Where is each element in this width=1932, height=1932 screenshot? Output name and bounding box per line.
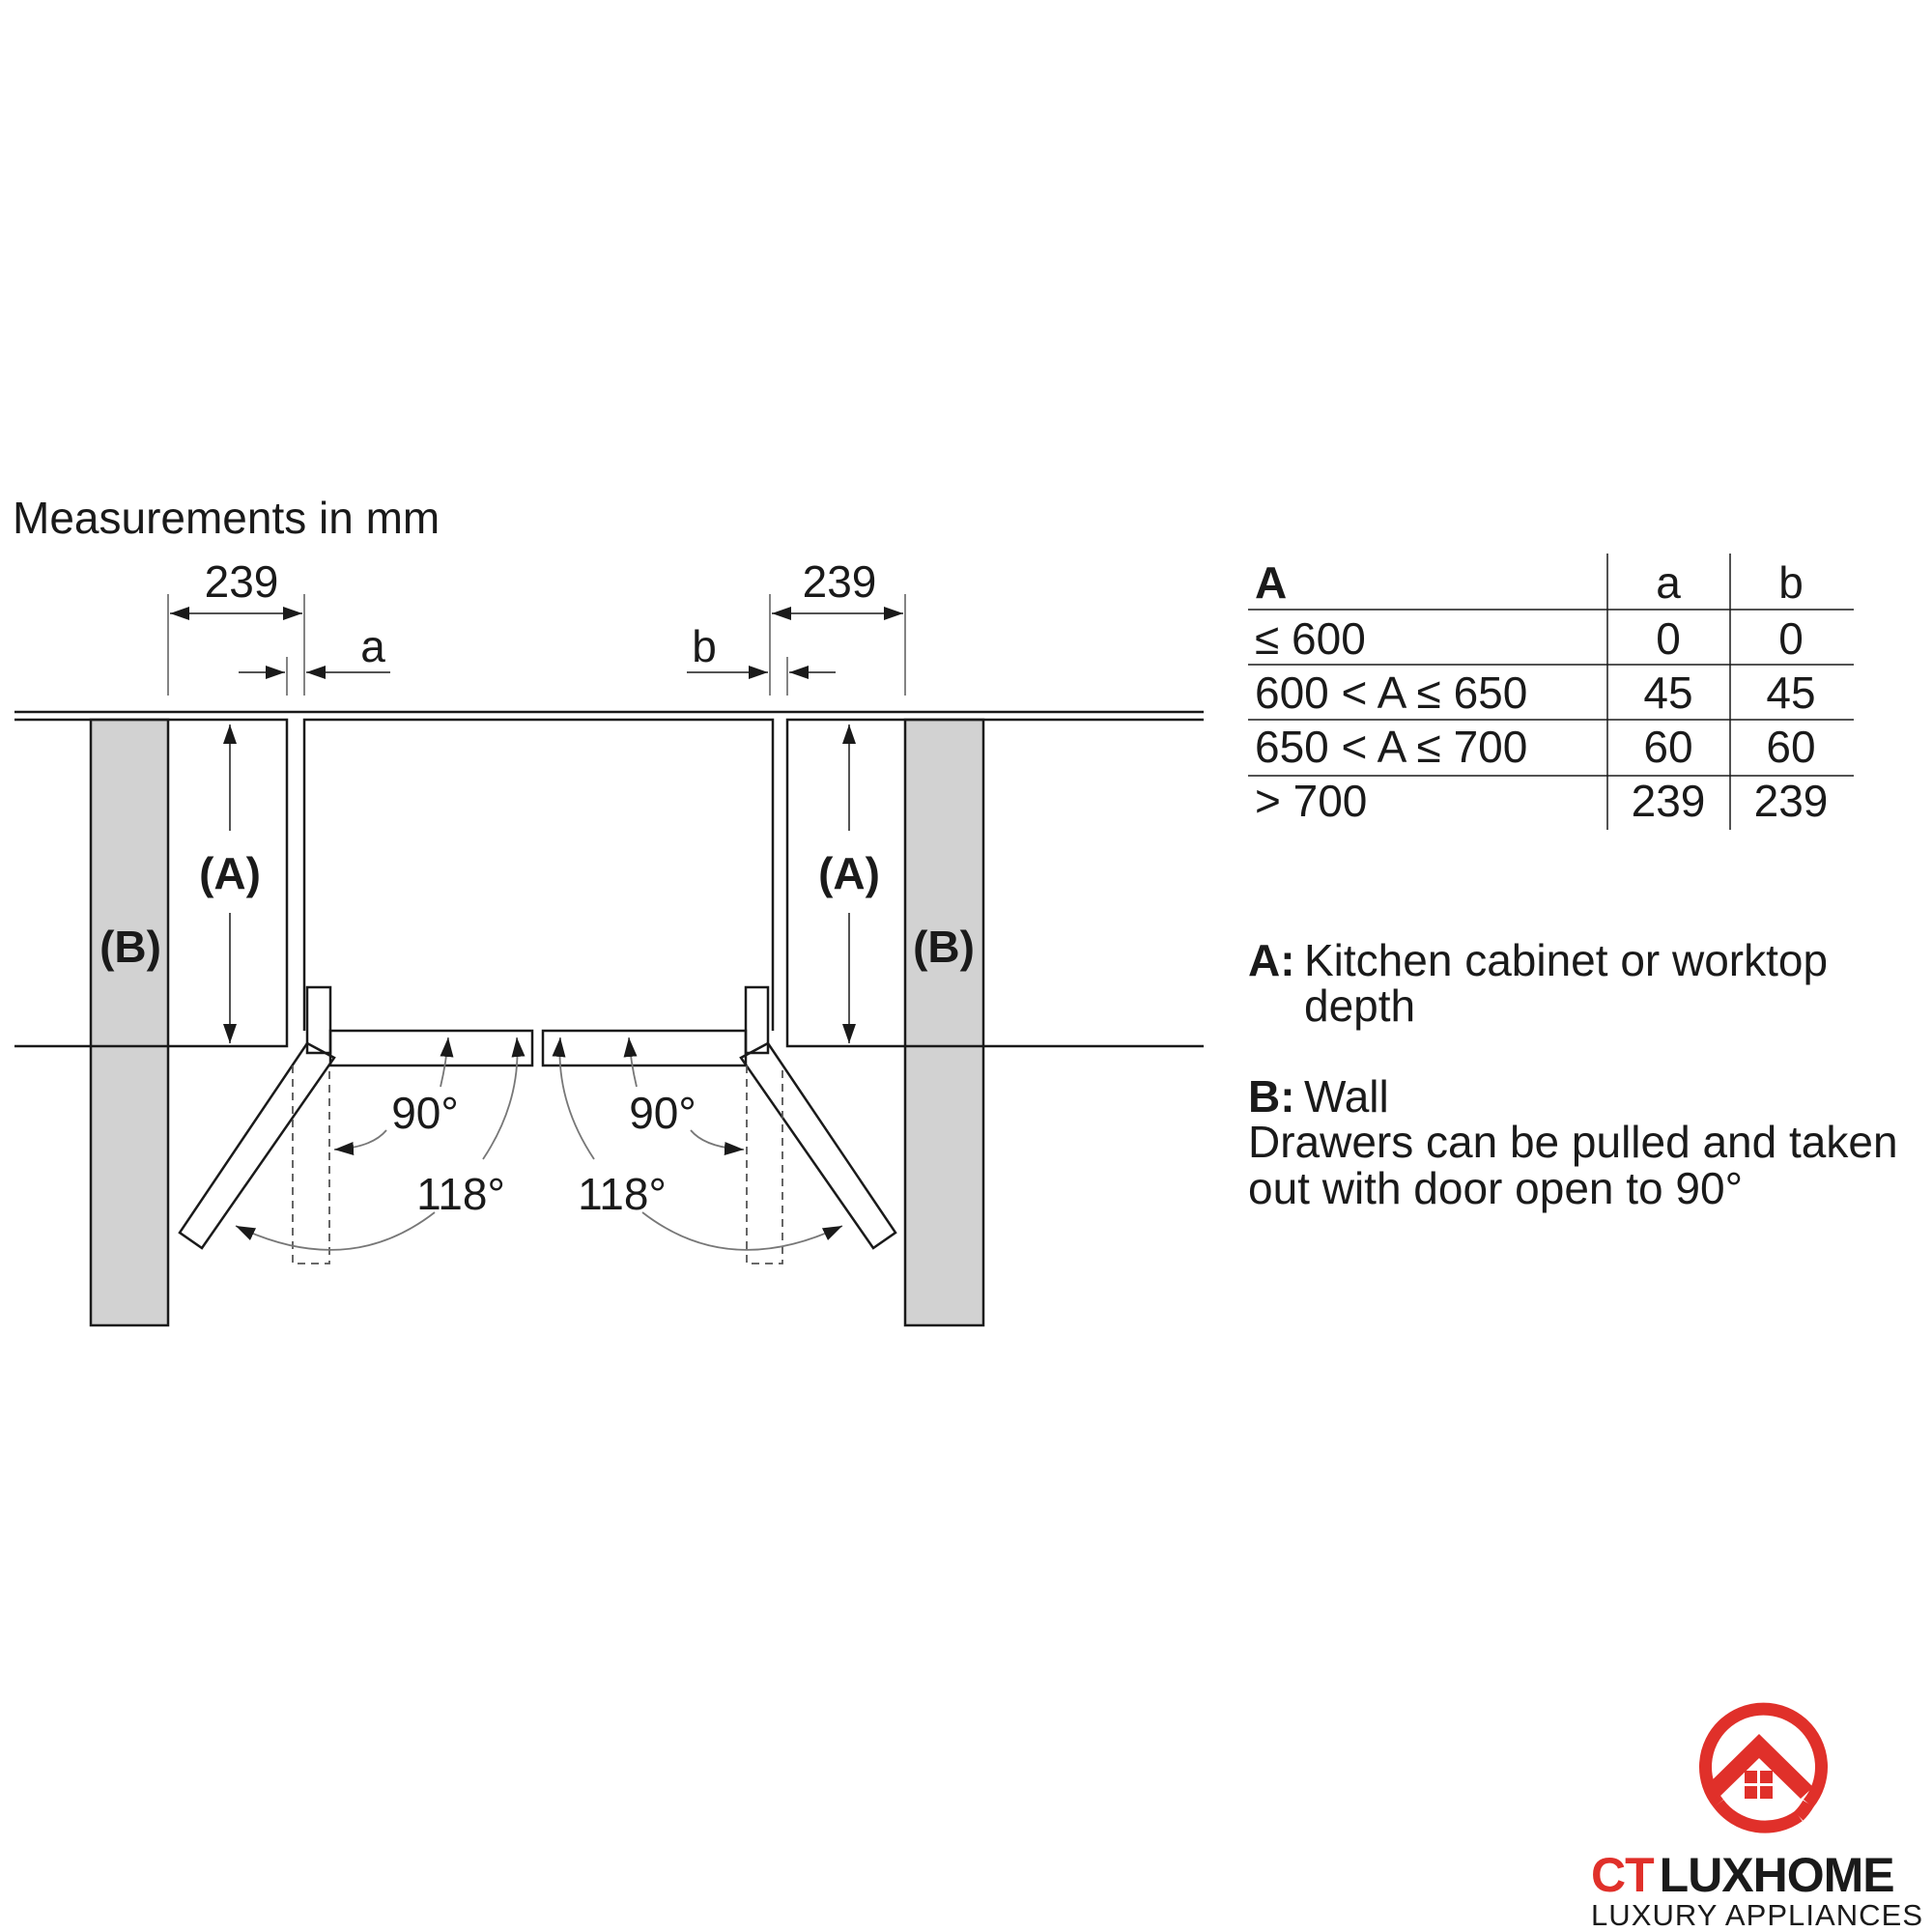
drawer-note-line1: Drawers can be pulled and taken (1248, 1117, 1898, 1167)
arc-90-left-lower (333, 1129, 387, 1155)
table-cell: 60 (1643, 722, 1692, 772)
page-title: Measurements in mm (13, 493, 440, 543)
label-wall-right: (B) (913, 922, 975, 972)
logo-house-icon (1705, 1734, 1813, 1799)
legend: A: Kitchen cabinet or worktop depth B: W… (1248, 935, 1898, 1213)
table-cell: 239 (1754, 776, 1829, 826)
angle-90-right: 90° (629, 1088, 696, 1138)
arc-118-left-lower (235, 1211, 436, 1251)
table-cell: 650 < A ≤ 700 (1255, 722, 1527, 772)
table-header-a-range: A (1255, 557, 1287, 608)
label-wall-left: (B) (99, 922, 161, 972)
table-cell: 60 (1766, 722, 1815, 772)
arc-118-right (552, 1037, 595, 1160)
label-cabinet-right: (A) (818, 848, 880, 898)
angle-118-left: 118° (416, 1169, 505, 1219)
arc-118-left (482, 1037, 526, 1160)
logo-window-icon (1745, 1771, 1773, 1799)
legend-b-text: Wall (1304, 1071, 1389, 1122)
arc-90-right (623, 1037, 638, 1088)
table-header-a: a (1656, 557, 1681, 608)
legend-a-key: A: (1248, 935, 1295, 985)
table-cell: 239 (1632, 776, 1706, 826)
wall-left (89, 718, 170, 1327)
logo-brand-dark: LUXHOME (1660, 1848, 1894, 1902)
table-cell: 0 (1778, 613, 1804, 664)
table-cell: > 700 (1255, 776, 1367, 826)
angle-90-left: 90° (391, 1088, 459, 1138)
drawer-left (328, 1029, 534, 1067)
logo-tagline: LUXURY APPLIANCES (1591, 1898, 1923, 1932)
drawer-note-line2: out with door open to 90° (1248, 1163, 1743, 1213)
fridge-body (302, 718, 775, 1031)
legend-a-text: Kitchen cabinet or worktop (1304, 935, 1828, 985)
dim-239-right: 239 (803, 556, 877, 607)
wall-right (903, 718, 985, 1327)
arc-118-right-lower (641, 1211, 843, 1251)
door-right (739, 1041, 897, 1250)
dim-239-left: 239 (205, 556, 279, 607)
table-cell: 45 (1643, 668, 1692, 718)
hinge-left (305, 985, 332, 1055)
table-header-b: b (1778, 557, 1804, 608)
table-cell: ≤ 600 (1255, 613, 1366, 664)
gap-table: A a b ≤ 600 0 0 600 < A ≤ 650 45 45 650 … (1248, 554, 1854, 830)
door-90-outline-right (746, 1065, 783, 1264)
arc-90-left (440, 1037, 454, 1088)
table-cell: 600 < A ≤ 650 (1255, 668, 1527, 718)
door-90-outline-left (292, 1065, 330, 1264)
logo-brand-red: CT (1591, 1848, 1654, 1902)
door-left (178, 1041, 336, 1250)
gap-a-label: a (360, 621, 385, 671)
arc-90-right-lower (690, 1129, 745, 1155)
table-cell: 0 (1656, 613, 1681, 664)
logo-circle-icon (1699, 1702, 1828, 1808)
worktop-front-lines (14, 718, 1204, 1048)
gap-b-label: b (692, 621, 717, 671)
hinge-right (744, 985, 770, 1055)
legend-a-text-cont: depth (1304, 980, 1415, 1031)
angle-118-right: 118° (578, 1169, 667, 1219)
legend-b-key: B: (1248, 1071, 1295, 1122)
drawer-right (541, 1029, 748, 1067)
table-cell: 45 (1766, 668, 1815, 718)
label-cabinet-left: (A) (199, 848, 261, 898)
extension-lines (167, 594, 906, 696)
